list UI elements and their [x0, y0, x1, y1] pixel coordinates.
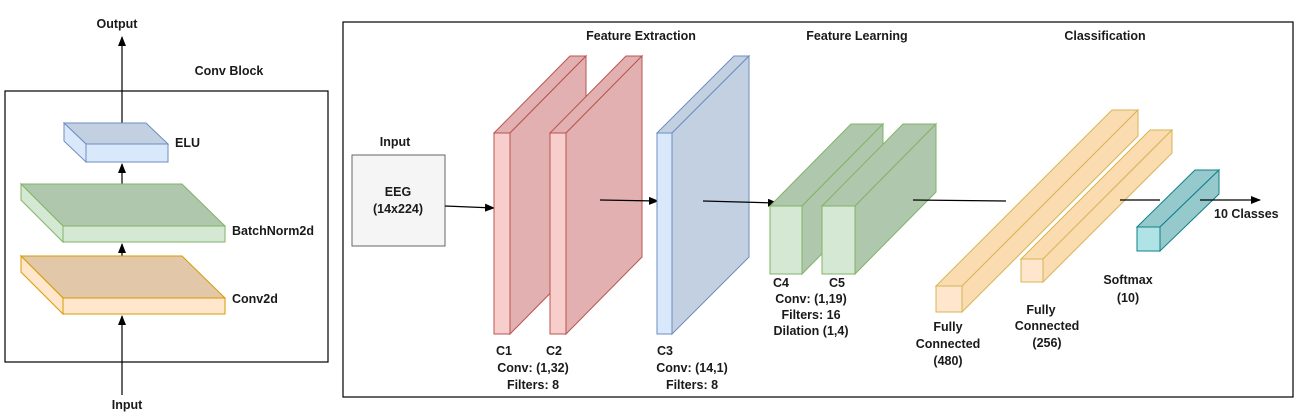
eeg-input-line2: (14x224): [373, 202, 423, 216]
input-to-c1-arrow: [444, 203, 495, 212]
c5-to-fc1-arrow: [912, 199, 1007, 202]
c3-front-face: [656, 132, 673, 335]
c3-filters-label: Filters: 8: [666, 378, 718, 392]
eeg-input-box: [351, 154, 446, 247]
section-classification: Classification: [1064, 29, 1145, 43]
c2-front-face: [549, 132, 567, 335]
c1c2-filters-label: Filters: 8: [507, 378, 559, 392]
softmax-line2: (10): [1117, 291, 1139, 305]
section-feature-learning: Feature Learning: [806, 29, 907, 43]
fc480-front-face: [935, 285, 963, 313]
elu-front-face: [85, 143, 169, 163]
c4c5-filters-label: Filters: 16: [781, 308, 840, 322]
elu-layer: [62, 121, 170, 164]
fc480-line1: Fully: [933, 320, 962, 334]
c3-layer: [655, 54, 751, 336]
c1-front-face: [493, 132, 511, 335]
c1-label: C1: [496, 344, 512, 358]
eeg-input-line1: EEG: [385, 185, 411, 199]
fc480-line3: (480): [933, 354, 962, 368]
c5-label: C5: [829, 276, 845, 290]
conv-block-input-label: Input: [112, 398, 143, 412]
c5-layer: [820, 122, 938, 276]
conv-block-title: Conv Block: [195, 64, 264, 78]
c3-label: C3: [657, 344, 673, 358]
section-feature-extraction: Feature Extraction: [586, 29, 696, 43]
c2-label: C2: [546, 344, 562, 358]
input-heading: Input: [380, 135, 411, 149]
fc256-line1: Fully: [1026, 303, 1055, 317]
fc480-layer: [934, 108, 1140, 314]
conv2d-front-face: [62, 297, 226, 315]
c3-to-c4-arrow: [702, 198, 778, 207]
fc256-line3: (256): [1032, 336, 1061, 350]
softmax-front-face: [1136, 226, 1161, 252]
conv2d-label: Conv2d: [232, 292, 278, 306]
batchnorm-label: BatchNorm2d: [232, 224, 314, 238]
softmax-layer: [1135, 168, 1221, 253]
c3-conv-label: Conv: (14,1): [656, 361, 728, 375]
c4c5-conv-label: Conv: (1,19): [775, 292, 847, 306]
conv2d-layer: [19, 254, 227, 316]
c1c2-conv-label: Conv: (1,32): [497, 361, 569, 375]
fc256-line2: Connected: [1015, 319, 1080, 333]
c5-front-face: [821, 205, 856, 275]
c4-front-face: [769, 205, 803, 275]
c2-to-c3-arrow: [599, 196, 659, 205]
conv-block-panel: Conv Block Output ELU BatchNorm2d Conv2d: [4, 17, 329, 412]
c2-layer: [548, 54, 644, 336]
elu-label: ELU: [175, 136, 200, 150]
softmax-line1: Softmax: [1103, 273, 1152, 287]
conv-block-output-label: Output: [97, 17, 139, 31]
output-classes-label: 10 Classes: [1214, 207, 1279, 221]
c4c5-dilation-label: Dilation (1,4): [773, 324, 848, 338]
batchnorm-layer: [19, 182, 227, 244]
fc480-line2: Connected: [916, 337, 981, 351]
network-panel: Feature Extraction Feature Learning Clas…: [342, 21, 1294, 398]
c4-label: C4: [773, 276, 789, 290]
fc256-layer: [1019, 128, 1174, 284]
batchnorm-front-face: [62, 225, 226, 243]
fc256-front-face: [1020, 258, 1044, 283]
